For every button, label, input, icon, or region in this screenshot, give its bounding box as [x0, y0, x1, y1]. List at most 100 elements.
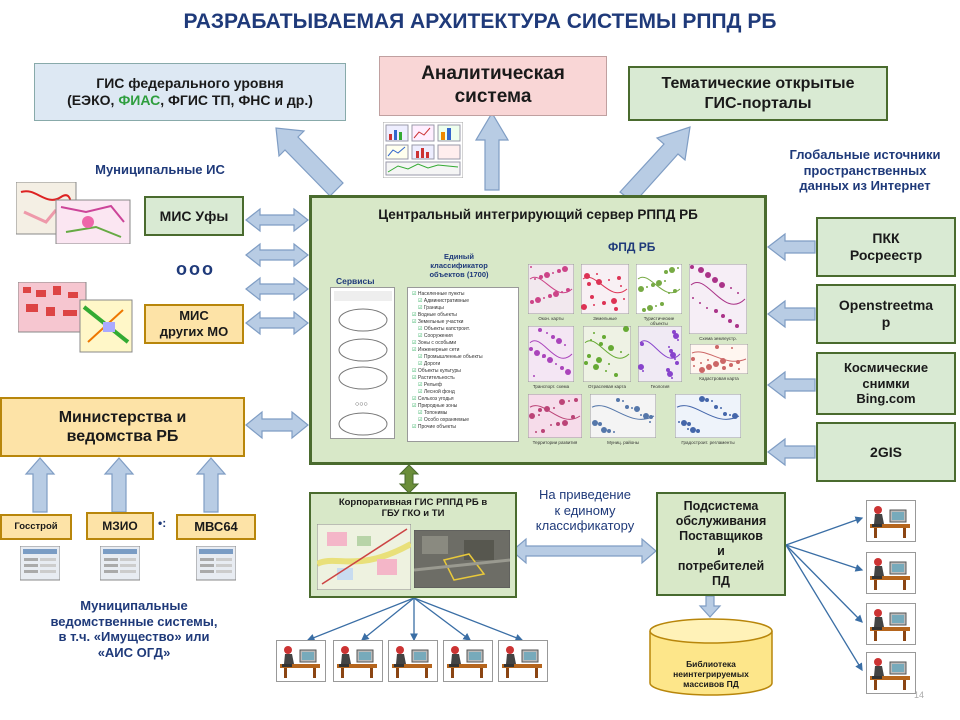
classifier-item: ☑ Особо охраняемые: [418, 417, 469, 423]
mvs-form-icon: [196, 546, 236, 581]
classifier-item: ☑ Промышленные объекты: [418, 354, 483, 360]
fan-subsystem: [785, 516, 864, 672]
fpd-map-thumbnail: [675, 394, 741, 438]
arrow-central-corporate: [398, 464, 420, 494]
classifier-item: ☑ Инженерные сети: [412, 347, 460, 353]
mzio-box: МЗИО: [86, 512, 154, 540]
corporate-aerial-thumbnail: [414, 530, 510, 588]
mzio-form-icon: [100, 546, 140, 581]
fpd-map-label: Отраслевая карта: [588, 384, 626, 389]
classifier-item: ☑ Зоны с особыми: [412, 340, 457, 346]
arrow-mis-ufa: [245, 207, 309, 233]
workstation-icon: [443, 640, 493, 682]
fpd-map-label: Схема землеустр.: [699, 336, 737, 341]
svg-text:○○○: ○○○: [355, 401, 368, 408]
corporate-map-thumbnail: [317, 524, 411, 590]
classifier-item: ☑ Рельеф: [418, 382, 443, 388]
gosstroy-box: Госстрой: [0, 514, 72, 540]
fpd-map-label: Туристические объекты: [643, 316, 675, 326]
classifier-item: ☑ Объекты культуры: [412, 368, 461, 374]
municipal-is-label: Муниципальные ИС: [95, 162, 225, 177]
ufa-map-thumbnail: [16, 182, 131, 244]
classifier-item: ☑ Дороги: [418, 361, 441, 367]
workstation-icon: [866, 652, 916, 694]
twogis-box: 2GIS: [816, 422, 956, 482]
gis-federal-line2: (ЕЭКО, ФИАС, ФГИС ТП, ФНС и др.): [67, 92, 313, 108]
workstation-icon: [866, 500, 916, 542]
fpd-map-label: Градостроит. регламенты: [681, 440, 735, 445]
arrow-subsystem-library: [698, 595, 722, 618]
classifier-item: ☑ Природные зоны: [412, 403, 458, 409]
fpd-map-label: Транспорт. схема: [532, 384, 570, 389]
classifier-item: ☑ Прочие объекты: [412, 424, 456, 430]
fias-label: ФИАС: [118, 92, 161, 108]
classifier-item: ☑ Растительность: [412, 375, 455, 381]
global-sources-label: Глобальные источники пространственных да…: [789, 147, 941, 194]
classifier-item: ☑ Сельхоз угодья: [412, 396, 454, 402]
classifier-panel: ☑ Населенные пункты☑ Административные☑ Г…: [407, 287, 519, 442]
fpd-map-thumbnail: [590, 394, 656, 438]
fpd-map-label: Земельные: [593, 316, 617, 321]
thematic-portals-box: Тематические открытые ГИС-порталы: [628, 66, 888, 121]
arrow-central-federal: [275, 127, 344, 197]
fpd-map-label: Территории развития: [532, 440, 578, 445]
fpd-map-label: Муниц. районы: [607, 440, 639, 445]
workstation-icon: [276, 640, 326, 682]
classifier-item: ☑ Населенные пункты: [412, 291, 465, 297]
classifier-item: ☑ Объекты капстроит.: [418, 326, 470, 332]
separator-dots: •:: [158, 516, 167, 530]
arrow-central-thematic: [619, 126, 691, 204]
arrow-left-3: [245, 276, 309, 302]
library-cylinder: [649, 618, 773, 696]
workstation-icon: [333, 640, 383, 682]
fpd-map-thumbnail: [528, 264, 574, 314]
arrow-mzio: [103, 457, 135, 513]
arrow-bing: [767, 370, 816, 400]
analytic-system-box: Аналитическая система: [379, 56, 607, 116]
page-title: РАЗРАБАТЫВАЕМАЯ АРХИТЕКТУРА СИСТЕМЫ РППД…: [183, 10, 777, 33]
fpd-map-thumbnail: [636, 264, 682, 314]
fpd-map-thumbnail: [528, 326, 574, 382]
classifier-item: ☑ Лесной фонд: [418, 389, 455, 395]
arrow-2gis: [767, 437, 816, 467]
arrow-left-2: [245, 242, 309, 268]
fpd-map-thumbnail: [689, 264, 747, 334]
fpd-map-label: Геология: [650, 384, 670, 389]
arrow-corp-subsystem: [511, 537, 657, 565]
fpd-map-label: Кадастровая карта: [699, 376, 739, 381]
dots-ellipsis: ооо: [176, 259, 215, 279]
arrow-pkk: [767, 232, 816, 262]
gosstroy-form-icon: [20, 546, 60, 581]
workstation-icon: [388, 640, 438, 682]
central-server-title: Центральный интегрирующий сервер РППД РБ: [378, 207, 698, 222]
classifier-label: Единый классификатор объектов (1700): [429, 252, 489, 279]
fpd-map-label: Окон. карты: [538, 316, 564, 321]
arrow-osm: [767, 299, 816, 329]
analytic-charts-thumbnail: [383, 122, 463, 178]
arrow-central-analytic: [474, 111, 510, 191]
classifier-item: ☑ Сооружения: [418, 333, 453, 339]
fpd-label: ФПД РБ: [608, 240, 656, 254]
workstation-icon: [866, 552, 916, 594]
workstation-icon: [866, 603, 916, 645]
fpd-map-thumbnail: [690, 344, 748, 374]
fpd-map-thumbnail: [528, 394, 582, 438]
fan-corporate: [306, 597, 524, 642]
mvs-box: МВС64: [176, 514, 256, 540]
services-label: Сервисы: [336, 276, 375, 286]
gis-federal-box: ГИС федерального уровня (ЕЭКО, ФИАС, ФГИ…: [34, 63, 346, 121]
analytic-line1: Аналитическая: [421, 63, 565, 85]
mo-map-thumbnail: [18, 282, 133, 353]
arrow-mvs: [195, 457, 227, 513]
fpd-map-thumbnail: [583, 326, 631, 382]
classifier-item: ☑ Водные объекты: [412, 312, 457, 318]
municipal-dept-label: Муниципальные ведомственные системы, в т…: [50, 598, 218, 660]
